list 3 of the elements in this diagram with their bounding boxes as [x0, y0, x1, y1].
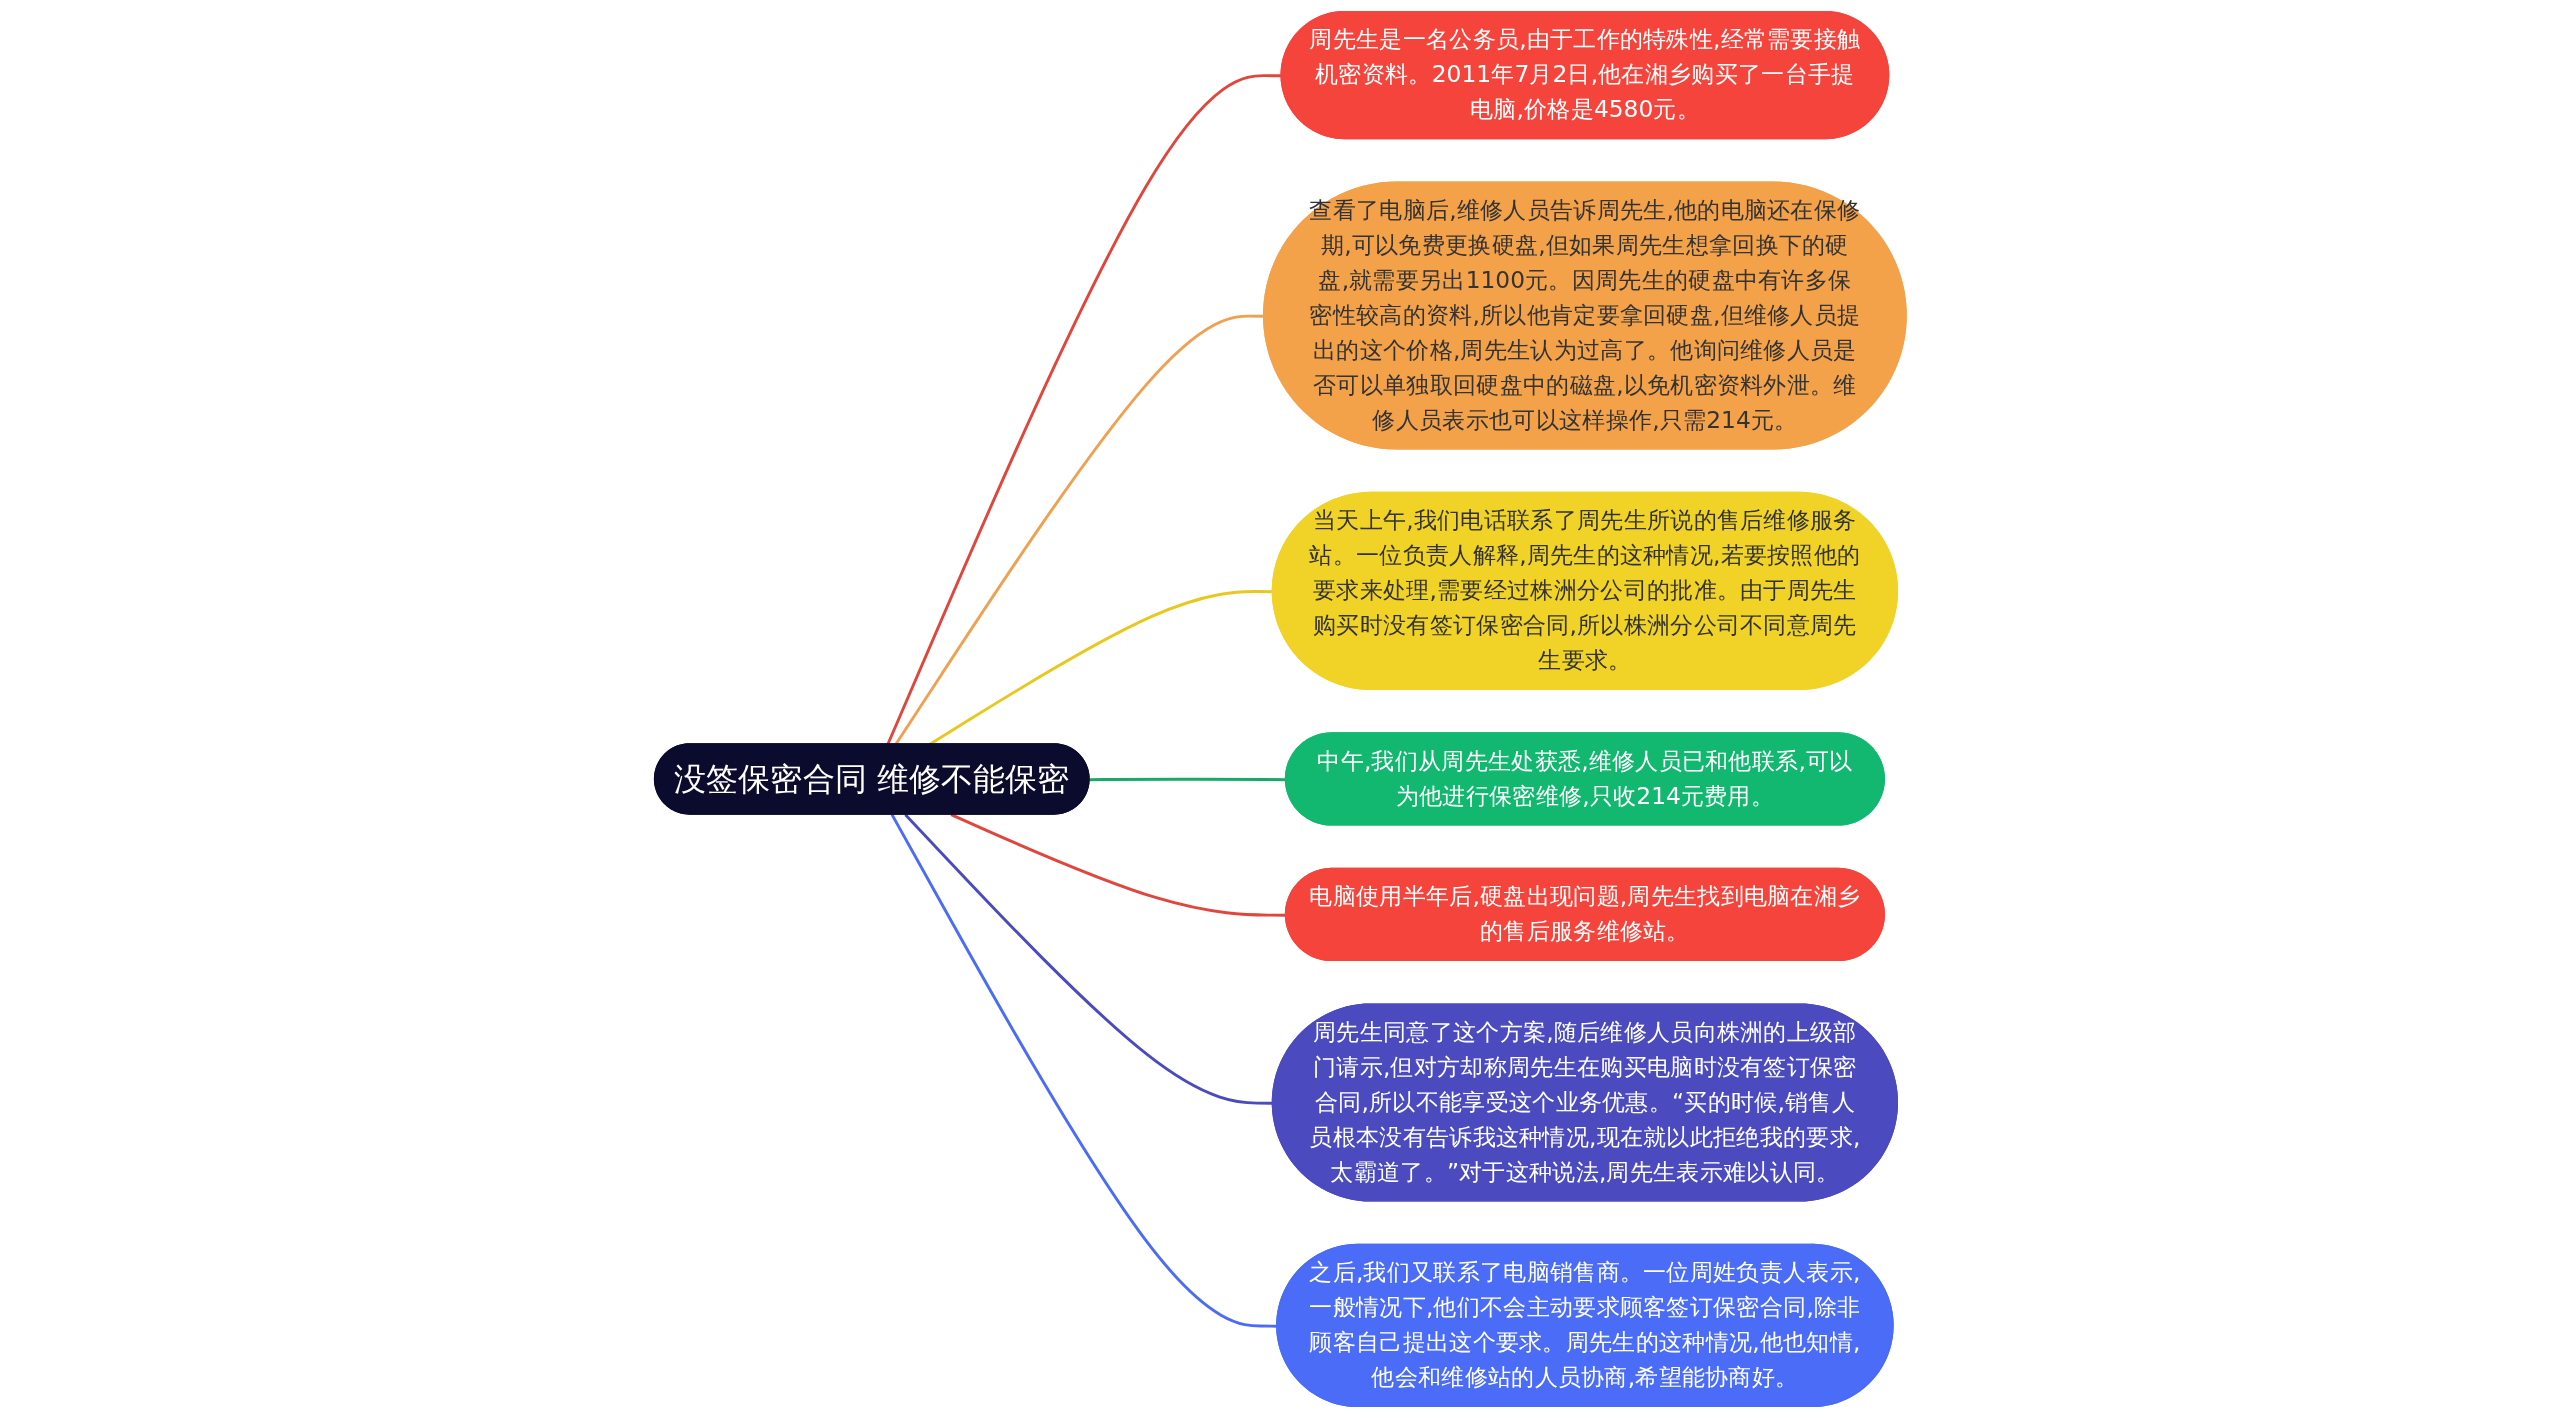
connector	[904, 813, 1273, 1105]
connector	[1089, 777, 1286, 782]
connector	[950, 813, 1286, 917]
